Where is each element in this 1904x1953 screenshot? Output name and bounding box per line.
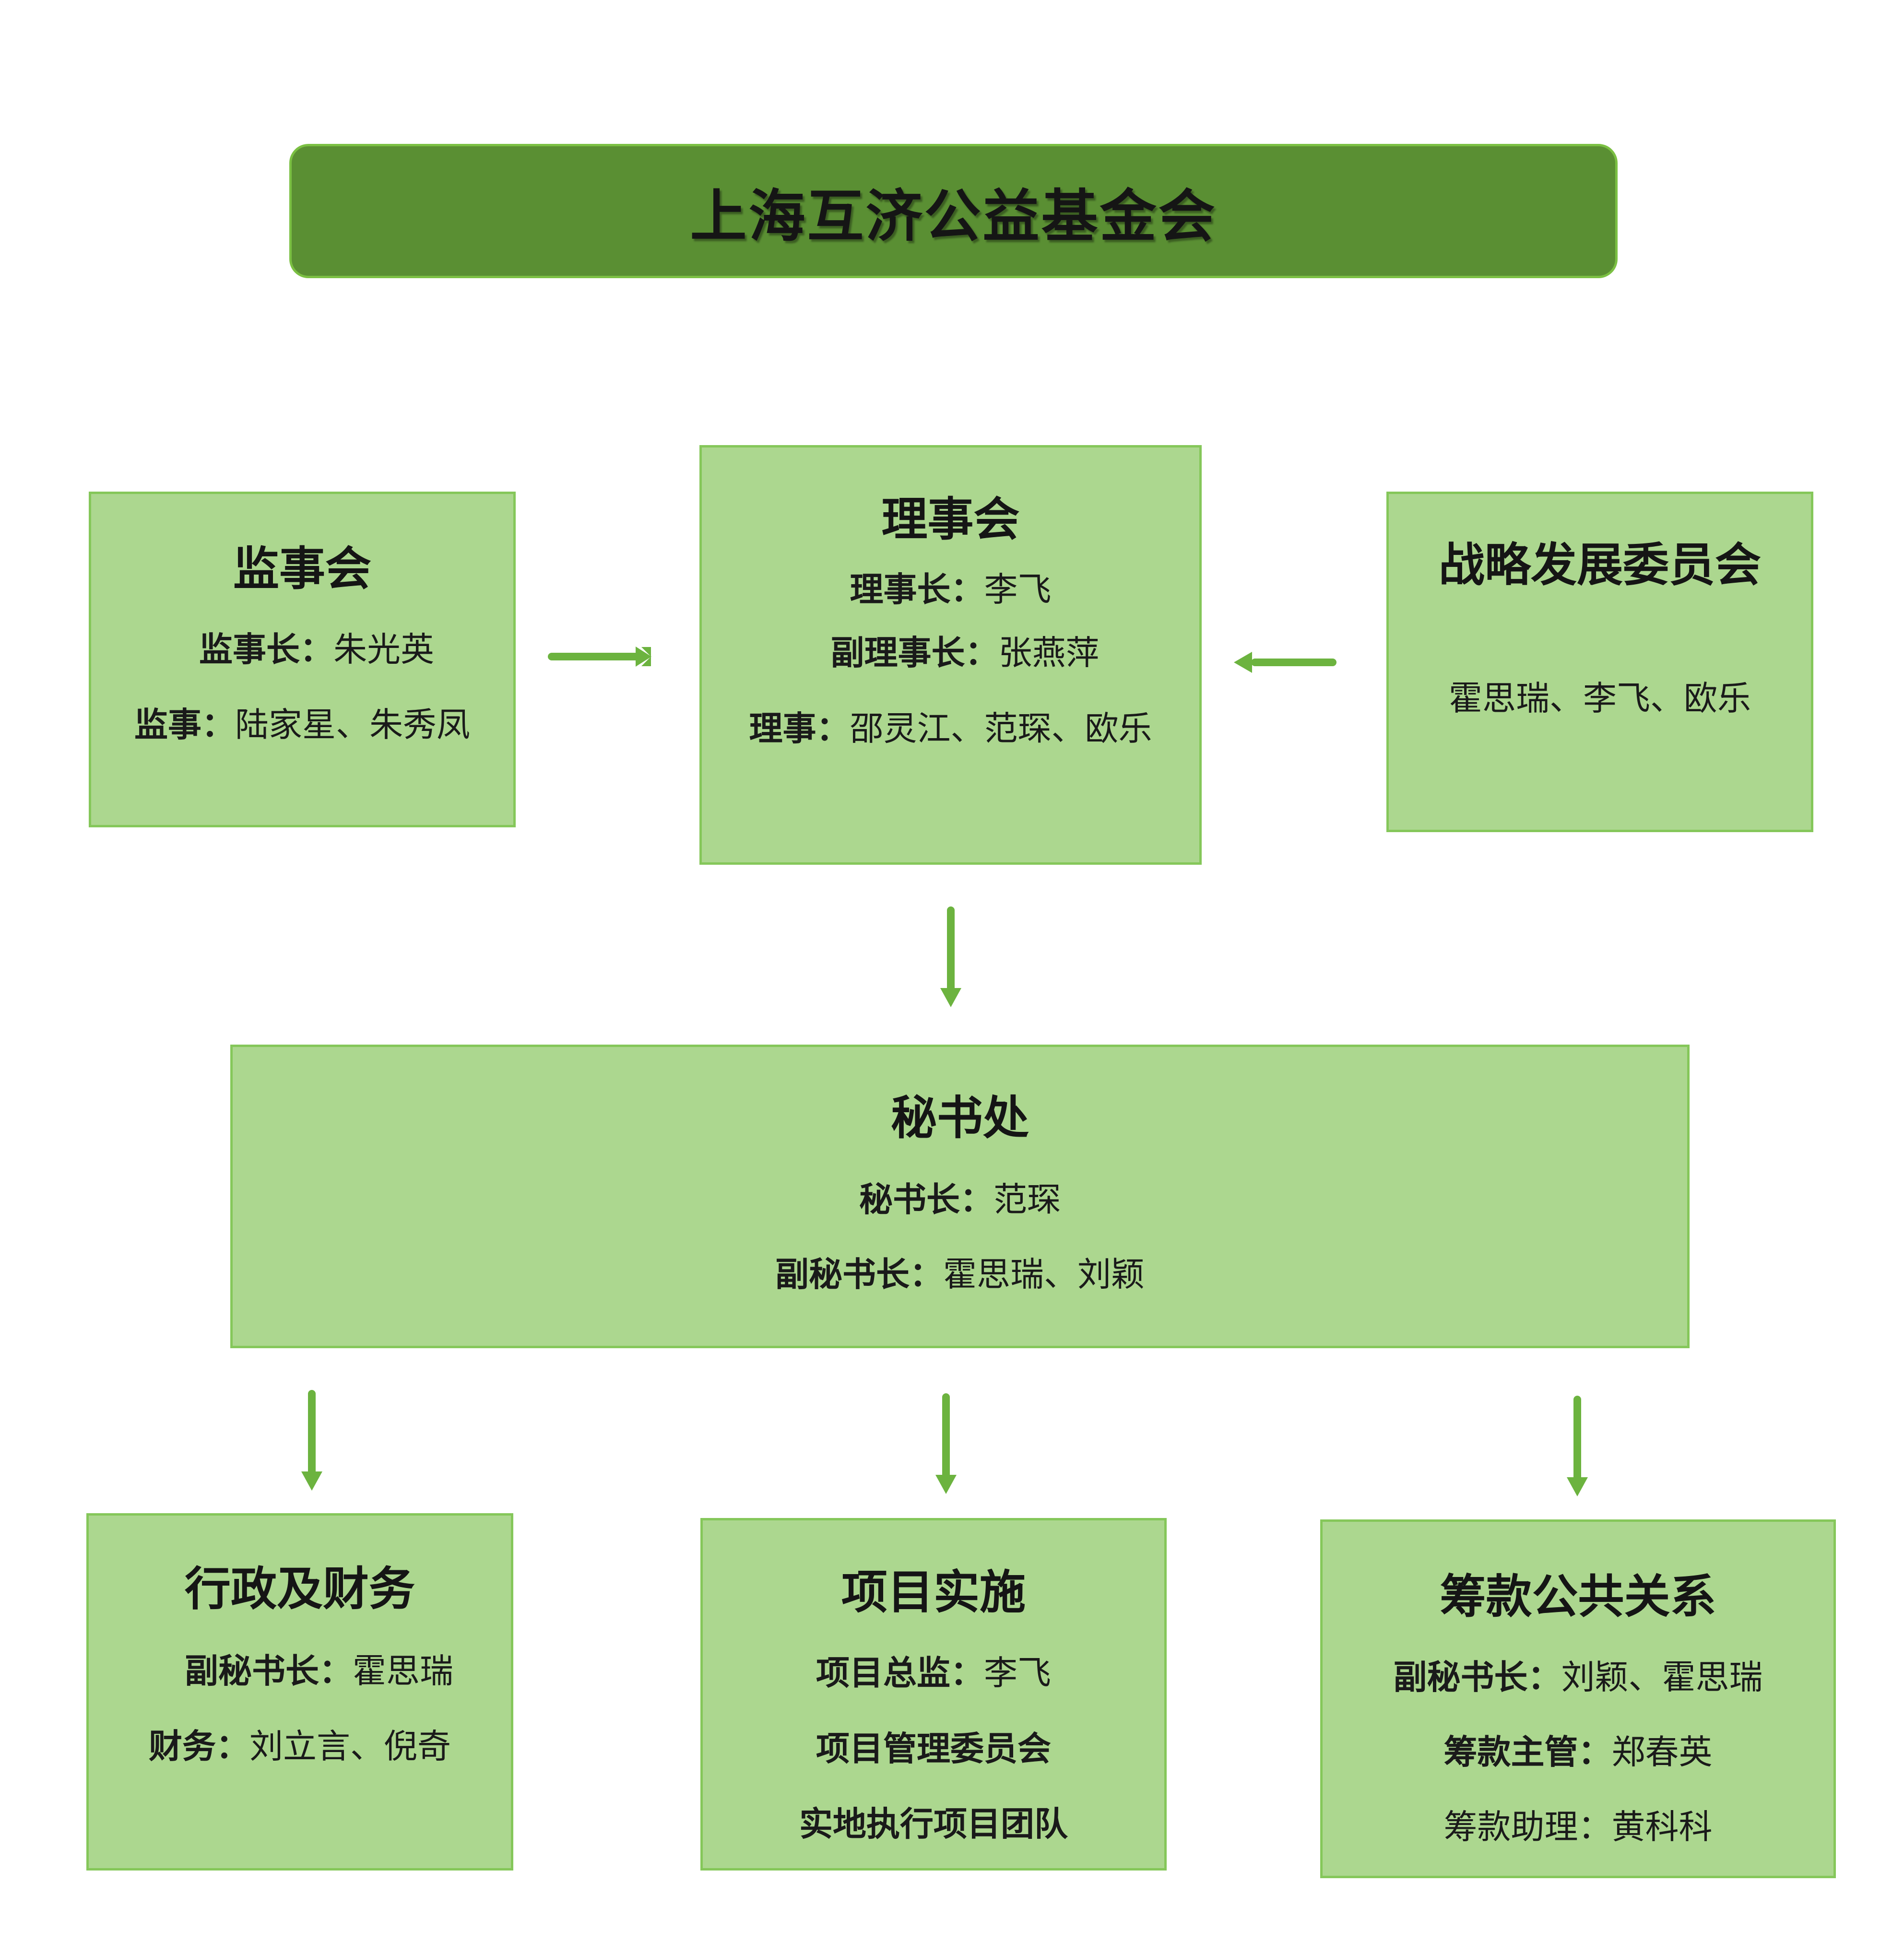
admin-deputy-label: 副秘书长： [185, 1651, 353, 1691]
board-of-directors-title: 理事会 [881, 493, 1020, 546]
secretariat-title: 秘书处 [891, 1091, 1029, 1145]
deputy-secretary-general-label: 副秘书长： [775, 1255, 943, 1294]
strategy-committee-title: 战略发展委员会 [1439, 538, 1761, 592]
admin-deputy-value: 霍思瑞 [353, 1651, 453, 1691]
arrow-secretariat-to-admin [301, 1390, 322, 1491]
arrow-supervisory-to-board [548, 647, 651, 667]
finance-line: 财务：刘立言、倪奇 [89, 1719, 511, 1768]
fundraising-pr-box: 筹款公共关系 副秘书长：刘颖、霍思瑞 筹款主管：郑春英 筹款助理：黄科科 [1320, 1519, 1836, 1878]
deputy-secretary-general-line: 副秘书长：霍思瑞、刘颖 [233, 1247, 1687, 1296]
arrow-strategy-to-board [1234, 652, 1336, 673]
strategy-committee-members: 霍思瑞、李飞、欧乐 [1449, 679, 1751, 718]
project-director-line: 项目总监：李飞 [703, 1646, 1164, 1694]
board-vice-chair-line: 副理事长：张燕萍 [702, 626, 1199, 674]
board-chair-line: 理事长：李飞 [702, 563, 1199, 611]
board-directors-label: 理事： [749, 709, 850, 748]
secretary-general-value: 范琛 [993, 1180, 1061, 1219]
fundraising-assistant-value: 黄科科 [1611, 1807, 1713, 1847]
fundraising-manager-label: 筹款主管： [1443, 1732, 1612, 1772]
supervisory-board-box: 监事会 监事长：朱光英 监事：陆家星、朱秀凤 [89, 492, 516, 827]
board-vice-chair-value: 张燕萍 [998, 633, 1100, 672]
secretariat-box: 秘书处 秘书长：范琛 副秘书长：霍思瑞、刘颖 [230, 1045, 1690, 1348]
board-vice-chair-label: 副理事长： [830, 633, 999, 672]
board-directors-line: 理事：邵灵江、范琛、欧乐 [702, 702, 1199, 750]
field-team-line: 实地执行项目团队 [799, 1804, 1068, 1844]
secretary-general-line: 秘书长：范琛 [233, 1173, 1687, 1221]
title-bar: 上海互济公益基金会 [289, 144, 1618, 278]
supervisory-chair-label: 监事长： [199, 630, 333, 669]
fundraising-deputy-value: 刘颖、霍思瑞 [1561, 1658, 1763, 1697]
fundraising-assistant-line: 筹款助理：黄科科 [1323, 1800, 1833, 1848]
supervisory-board-title: 监事会 [233, 542, 371, 596]
secretary-general-label: 秘书长： [859, 1180, 993, 1219]
admin-finance-box: 行政及财务 副秘书长：霍思瑞 财务：刘立言、倪奇 [86, 1513, 513, 1871]
fundraising-assistant-label: 筹款助理： [1443, 1807, 1612, 1847]
arrow-secretariat-to-fundraising [1567, 1396, 1588, 1496]
finance-label: 财务： [149, 1727, 249, 1766]
finance-value: 刘立言、倪奇 [249, 1727, 451, 1766]
project-implementation-box: 项目实施 项目总监：李飞 项目管理委员会 实地执行项目团队 [700, 1518, 1167, 1871]
supervisory-chair-value: 朱光英 [333, 630, 434, 669]
admin-deputy-line: 副秘书长：霍思瑞 [89, 1644, 511, 1693]
arrow-board-to-secretariat [940, 906, 961, 1007]
strategy-committee-box: 战略发展委员会 霍思瑞、李飞、欧乐 [1386, 492, 1813, 832]
supervisors-label: 监事： [134, 705, 235, 744]
supervisors-line: 监事：陆家星、朱秀凤 [91, 698, 513, 746]
project-director-label: 项目总监： [816, 1653, 984, 1693]
project-director-value: 李飞 [984, 1653, 1051, 1693]
board-chair-label: 理事长： [850, 570, 984, 609]
project-implementation-title: 项目实施 [841, 1565, 1026, 1619]
board-directors-value: 邵灵江、范琛、欧乐 [850, 709, 1152, 748]
page-title: 上海互济公益基金会 [690, 183, 1217, 249]
fundraising-pr-title: 筹款公共关系 [1440, 1570, 1716, 1624]
admin-finance-title: 行政及财务 [185, 1562, 415, 1616]
board-of-directors-box: 理事会 理事长：李飞 副理事长：张燕萍 理事：邵灵江、范琛、欧乐 [699, 445, 1202, 865]
board-chair-value: 李飞 [984, 570, 1052, 609]
project-committee-line: 项目管理委员会 [816, 1729, 1051, 1768]
fundraising-manager-line: 筹款主管：郑春英 [1323, 1725, 1833, 1774]
arrow-secretariat-to-project [935, 1393, 957, 1494]
fundraising-deputy-line: 副秘书长：刘颖、霍思瑞 [1323, 1650, 1833, 1699]
supervisors-value: 陆家星、朱秀凤 [235, 705, 470, 744]
fundraising-deputy-label: 副秘书长： [1393, 1658, 1561, 1697]
deputy-secretary-general-value: 霍思瑞、刘颖 [943, 1255, 1145, 1294]
fundraising-manager-value: 郑春英 [1611, 1732, 1713, 1772]
supervisory-chair-line: 监事长：朱光英 [91, 623, 513, 671]
